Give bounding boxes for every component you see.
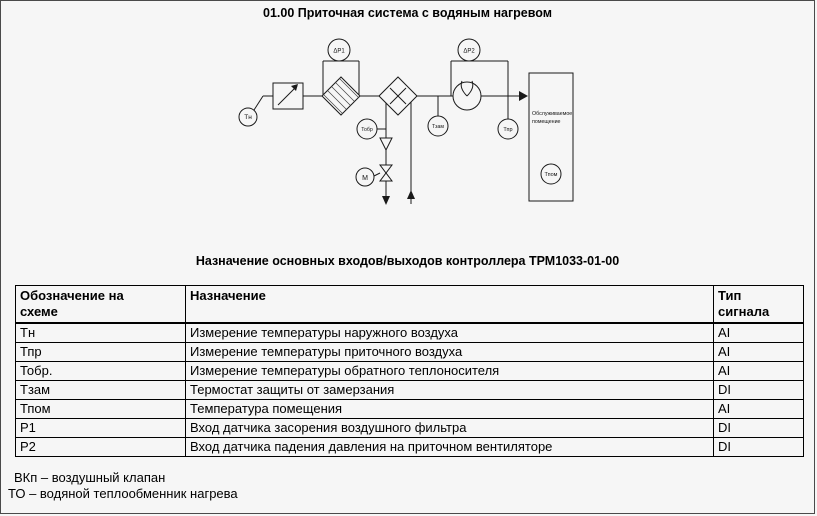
- serviced-room-label-line2: помещение: [532, 119, 561, 125]
- footnote-vkp: ВКп – воздушный клапан: [14, 470, 166, 485]
- cell-signal-type: AI: [713, 322, 804, 343]
- table-row: Тзам Термостат защиты от замерзания DI: [15, 380, 804, 400]
- cell-purpose: Измерение температуры приточного воздуха: [185, 342, 714, 362]
- table-row: Тн Измерение температуры наружного возду…: [15, 322, 804, 343]
- supply-flow-arrow-icon: [407, 190, 415, 199]
- freeze-thermostat-label: Тзам: [432, 124, 444, 130]
- cell-purpose: Вход датчика засорения воздушного фильтр…: [185, 418, 714, 438]
- fan-pressure-sensor: [457, 38, 481, 62]
- room-temp-sensor: [540, 163, 562, 185]
- control-valve-upper: [379, 164, 393, 174]
- table-row: P2 Вход датчика падения давления на прит…: [15, 437, 804, 457]
- table-row: Тпом Температура помещения AI: [15, 399, 804, 419]
- valve-motor-label: М: [362, 175, 368, 182]
- filter-pressure-sensor-label: ΔР1: [333, 49, 345, 55]
- outdoor-temp-sensor: [238, 107, 258, 127]
- fan-blade: [460, 80, 468, 97]
- filter-hatch: [323, 94, 343, 114]
- check-valve: [379, 137, 393, 152]
- table-row: Тпр Измерение температуры приточного воз…: [15, 342, 804, 362]
- fan-blade: [466, 80, 474, 97]
- col-header-signal-type: Тип сигнала: [713, 285, 804, 324]
- cell-designation: Тпом: [15, 399, 186, 419]
- cell-purpose: Температура помещения: [185, 399, 714, 419]
- col-header-designation: Обозначение на схеме: [15, 285, 186, 324]
- return-flow-arrow-icon: [382, 196, 390, 205]
- water-heater-cross: [389, 87, 407, 105]
- supply-air-temp-sensor-label: Тпр: [503, 127, 512, 133]
- table-header-row: Обозначение на схеме Назначение Тип сигн…: [15, 285, 804, 324]
- cell-signal-type: AI: [713, 342, 804, 362]
- filter-hatch: [335, 82, 355, 102]
- col-header-purpose: Назначение: [185, 285, 714, 324]
- cell-designation: Тпр: [15, 342, 186, 362]
- cell-designation: Тзам: [15, 380, 186, 400]
- cell-signal-type: DI: [713, 380, 804, 400]
- valve-motor: [355, 167, 375, 187]
- air-damper-arrow-icon: [291, 84, 298, 91]
- filter-hatch: [331, 86, 351, 106]
- cell-purpose: Вход датчика падения давления на приточн…: [185, 437, 714, 457]
- fan-pressure-sensor-label: ΔР2: [463, 49, 475, 55]
- filter-hatch: [339, 78, 359, 98]
- return-water-temp-sensor-label: Тобр: [361, 127, 373, 133]
- footnote-to: ТО – водяной теплообменник нагрева: [8, 486, 238, 501]
- supply-air-temp-sensor: [497, 118, 519, 140]
- cell-designation: Тобр.: [15, 361, 186, 381]
- cell-designation: P1: [15, 418, 186, 438]
- cell-purpose: Измерение температуры наружного воздуха: [185, 322, 714, 343]
- table-row: P1 Вход датчика засорения воздушного фил…: [15, 418, 804, 438]
- cell-designation: Тн: [15, 322, 186, 343]
- duct-arrow-icon: [519, 91, 528, 101]
- table-title: Назначение основных входов/выходов контр…: [195, 254, 620, 268]
- cell-signal-type: AI: [713, 399, 804, 419]
- io-table: Обозначение на схеме Назначение Тип сигн…: [15, 285, 804, 457]
- cell-signal-type: AI: [713, 361, 804, 381]
- page-title: 01.00 Приточная система с водяным нагрев…: [263, 6, 552, 20]
- table-row: Тобр. Измерение температуры обратного те…: [15, 361, 804, 381]
- air-damper: [272, 82, 304, 110]
- serviced-room-label-line1: Обслуживаемое: [532, 111, 572, 117]
- motor-connector: [373, 172, 381, 177]
- tn-connector: [253, 95, 264, 111]
- footnotes: ВКп – воздушный клапан ТО – водяной тепл…: [1, 470, 814, 502]
- filter-pressure-sensor: [327, 38, 351, 62]
- control-valve-lower: [379, 172, 393, 182]
- cell-purpose: Измерение температуры обратного теплонос…: [185, 361, 714, 381]
- cell-purpose: Термостат защиты от замерзания: [185, 380, 714, 400]
- freeze-thermostat: [427, 115, 449, 137]
- cell-signal-type: DI: [713, 437, 804, 457]
- room-temp-sensor-label: Тпом: [545, 172, 558, 178]
- cell-designation: P2: [15, 437, 186, 457]
- air-damper-blade: [277, 85, 298, 106]
- system-diagram: Тн ΔР1 Тобр: [238, 38, 574, 205]
- outdoor-temp-sensor-label: Тн: [244, 114, 252, 121]
- cell-signal-type: DI: [713, 418, 804, 438]
- filter-hatch: [327, 90, 347, 110]
- return-water-temp-sensor: [356, 118, 378, 140]
